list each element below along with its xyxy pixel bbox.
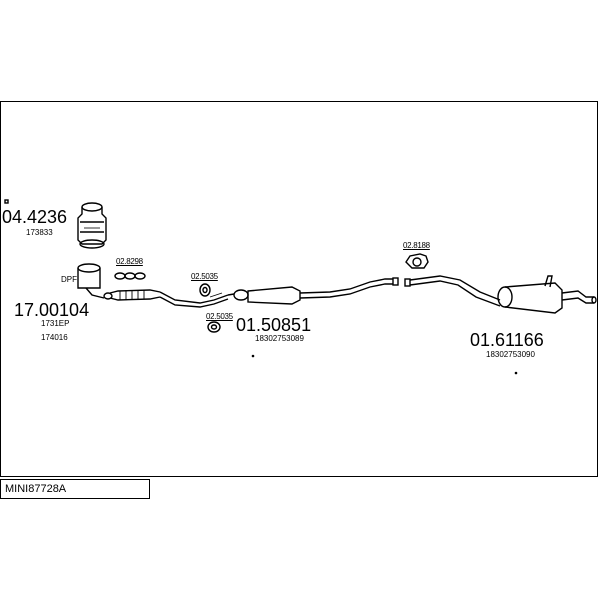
front-pipe-part	[109, 289, 229, 308]
hanger-c-part	[405, 253, 429, 269]
dpf-ref1-label: 1731EP	[41, 319, 70, 328]
diagram-title-box: MINI87728A	[0, 479, 150, 499]
catalytic-converter-part	[77, 202, 107, 249]
hanger-b-code-label: 02.5035	[206, 312, 233, 321]
rear-silencer-part	[404, 275, 597, 314]
dpf-code-label: 17.00104	[14, 300, 90, 320]
dpf-ref2-label: 174016	[41, 333, 68, 342]
diagram-title: MINI87728A	[5, 483, 67, 495]
gasket-code-label: 02.8298	[116, 257, 143, 266]
rear-silencer-code-label: 01.61166	[470, 330, 544, 350]
hanger-a-code-label: 02.5035	[191, 272, 218, 281]
dpf-tag-label: DPF	[61, 275, 77, 284]
cat-code-label: 04.4236	[2, 207, 68, 227]
hanger-c-code-label: 02.8188	[403, 241, 430, 250]
diagram-frame	[0, 101, 598, 477]
dpf-part	[77, 263, 113, 300]
gasket-part	[114, 272, 146, 280]
hanger-b-part	[207, 321, 221, 333]
mid-silencer-part	[209, 277, 399, 305]
cat-ref-label: 173833	[26, 228, 53, 237]
marker-square	[4, 199, 9, 204]
mid-silencer-ref-label: 18302753089	[255, 334, 304, 343]
hanger-a-part	[199, 283, 211, 297]
mid-silencer-code-label: 01.50851	[236, 315, 312, 335]
rear-silencer-ref-label: 18302753090	[486, 350, 535, 359]
